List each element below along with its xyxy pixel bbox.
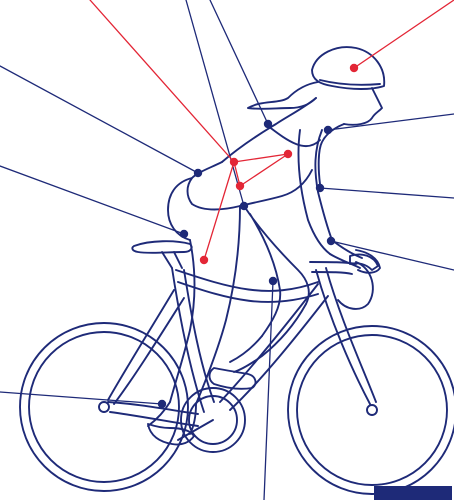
handlebar-drop	[338, 262, 373, 309]
down-tube	[220, 284, 328, 410]
front-hub	[367, 405, 377, 415]
top-tube	[176, 270, 318, 302]
seat-stay	[108, 290, 184, 404]
face	[344, 88, 382, 125]
leader-neck	[210, 0, 268, 124]
marker-neck	[264, 120, 272, 128]
marker-hand	[327, 237, 335, 245]
leader-lower-back	[0, 66, 198, 173]
marker-knee	[269, 277, 277, 285]
marker-shoulder	[324, 126, 332, 134]
torso	[188, 162, 313, 210]
marker-helmet	[350, 64, 358, 72]
bicycle	[20, 241, 454, 494]
marker-upper-thigh	[240, 202, 248, 210]
marker-core-left	[230, 158, 238, 166]
leader-hip	[0, 166, 184, 234]
seat-tube	[172, 268, 214, 412]
leader-core-link-b	[240, 154, 288, 186]
marker-lower-back	[194, 169, 202, 177]
helmet	[312, 47, 384, 89]
leader-helmet	[354, 0, 454, 68]
top-strap	[268, 126, 320, 146]
chest	[319, 124, 344, 184]
upper-arm	[298, 130, 332, 254]
back-upper	[222, 98, 316, 162]
hand	[356, 250, 380, 273]
seatpost	[162, 252, 182, 268]
leader-foot	[0, 392, 162, 404]
marker-core-right	[284, 150, 292, 158]
front-wheel-tire	[288, 326, 454, 494]
marker-glute	[200, 256, 208, 264]
leader-shoulder	[328, 114, 454, 130]
marker-foot	[158, 400, 166, 408]
rear-hub	[99, 402, 109, 412]
leader-elbow	[320, 188, 454, 198]
leader-glute	[204, 162, 234, 260]
marker-elbow	[316, 184, 324, 192]
front-wheel-rim	[297, 335, 447, 485]
leader-core-left	[90, 0, 234, 162]
leader-core-link-a	[234, 154, 288, 162]
leader-knee	[264, 281, 273, 500]
corner-block	[374, 486, 452, 500]
marker-core-lower	[236, 182, 244, 190]
marker-hip	[180, 230, 188, 238]
